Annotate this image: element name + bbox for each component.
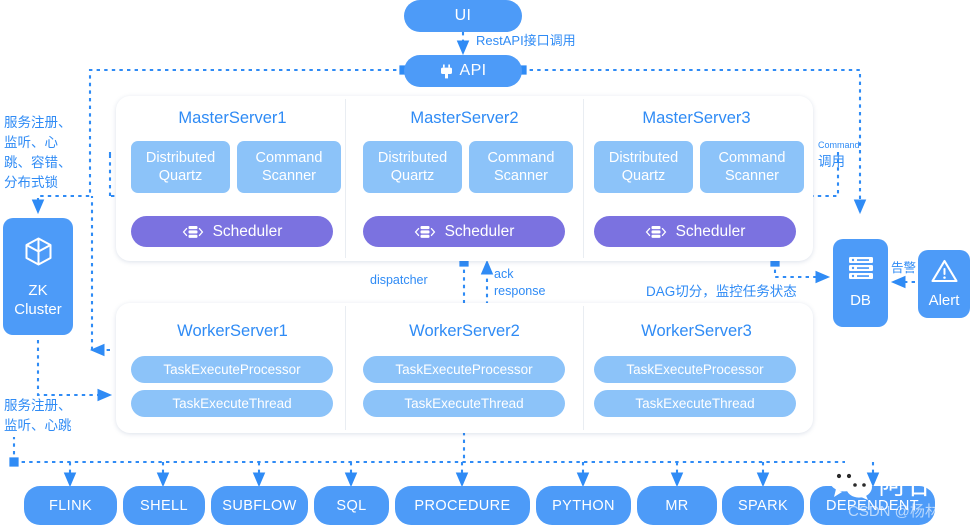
task-execute-thread-2[interactable]: TaskExecuteThread	[363, 390, 565, 417]
task-execute-processor-3[interactable]: TaskExecuteProcessor	[594, 356, 796, 383]
task-execute-processor-2[interactable]: TaskExecuteProcessor	[363, 356, 565, 383]
server-stack-icon	[414, 225, 436, 239]
scheduler-2[interactable]: Scheduler	[363, 216, 565, 247]
task-type-dependent[interactable]: DEPENDENT	[810, 486, 935, 525]
ack-edge-label: ack	[494, 267, 514, 281]
scheduler-1[interactable]: Scheduler	[131, 216, 333, 247]
api-label: API	[459, 62, 487, 79]
ui-box[interactable]: UI	[404, 0, 522, 32]
server-stack-icon	[645, 225, 667, 239]
worker-divider-1	[345, 306, 346, 430]
scheduler-label-2: Scheduler	[444, 222, 515, 240]
task-type-python[interactable]: PYTHON	[536, 486, 631, 525]
zk-label-line2: Cluster	[14, 300, 62, 318]
task-type-flink[interactable]: FLINK	[24, 486, 117, 525]
task-execute-thread-3[interactable]: TaskExecuteThread	[594, 390, 796, 417]
warning-triangle-icon	[930, 259, 958, 288]
cube-icon	[22, 235, 55, 273]
task-type-sql[interactable]: SQL	[314, 486, 389, 525]
master-server-title-2: MasterServer2	[410, 109, 519, 127]
command-edge-label-en: Command	[818, 140, 860, 150]
plug-icon	[440, 64, 453, 79]
scheduler-label-1: Scheduler	[212, 222, 283, 240]
server-stack-icon	[182, 225, 204, 239]
task-type-procedure[interactable]: PROCEDURE	[395, 486, 530, 525]
response-edge-label: response	[494, 284, 546, 298]
distributed-quartz-1[interactable]: Distributed Quartz	[131, 141, 230, 193]
distributed-quartz-2[interactable]: Distributed Quartz	[363, 141, 462, 193]
zk-bottom-edge-label: 服务注册、监听、心跳	[4, 398, 72, 433]
restapi-edge-label: RestAPI接口调用	[476, 33, 576, 48]
task-type-subflow[interactable]: SUBFLOW	[211, 486, 308, 525]
db-label: DB	[850, 292, 871, 309]
command-edge-label-cn: 调用	[818, 154, 845, 169]
master-server-title-3: MasterServer3	[642, 109, 751, 127]
master-server-title-1: MasterServer1	[178, 109, 287, 127]
task-type-mr[interactable]: MR	[637, 486, 717, 525]
alert-label: Alert	[928, 291, 960, 309]
database-icon	[848, 256, 874, 285]
zk-cluster-box[interactable]: ZK Cluster	[3, 218, 73, 335]
db-box[interactable]: DB	[833, 239, 888, 327]
zk-label-line1: ZK	[28, 281, 48, 299]
master-divider-2	[583, 99, 584, 258]
scheduler-3[interactable]: Scheduler	[594, 216, 796, 247]
worker-server-title-2: WorkerServer2	[409, 322, 520, 340]
task-execute-thread-1[interactable]: TaskExecuteThread	[131, 390, 333, 417]
worker-server-title-1: WorkerServer1	[177, 322, 288, 340]
worker-server-title-3: WorkerServer3	[641, 322, 752, 340]
command-scanner-2[interactable]: Command Scanner	[469, 141, 573, 193]
task-execute-processor-1[interactable]: TaskExecuteProcessor	[131, 356, 333, 383]
api-box[interactable]: API	[404, 55, 522, 87]
alarm-edge-label: 告警	[891, 261, 917, 275]
distributed-quartz-3[interactable]: Distributed Quartz	[594, 141, 693, 193]
scheduler-label-3: Scheduler	[675, 222, 746, 240]
task-type-spark[interactable]: SPARK	[722, 486, 804, 525]
dispatcher-edge-label: dispatcher	[370, 273, 428, 287]
master-divider-1	[345, 99, 346, 258]
task-type-shell[interactable]: SHELL	[123, 486, 205, 525]
ui-label: UI	[454, 7, 472, 24]
command-scanner-3[interactable]: Command Scanner	[700, 141, 804, 193]
zk-top-edge-label: 服务注册、监听、心跳、容错、分布式锁	[4, 115, 72, 190]
dag-edge-label: DAG切分，监控任务状态	[646, 284, 797, 299]
worker-divider-2	[583, 306, 584, 430]
alert-box[interactable]: Alert	[918, 250, 970, 318]
command-scanner-1[interactable]: Command Scanner	[237, 141, 341, 193]
